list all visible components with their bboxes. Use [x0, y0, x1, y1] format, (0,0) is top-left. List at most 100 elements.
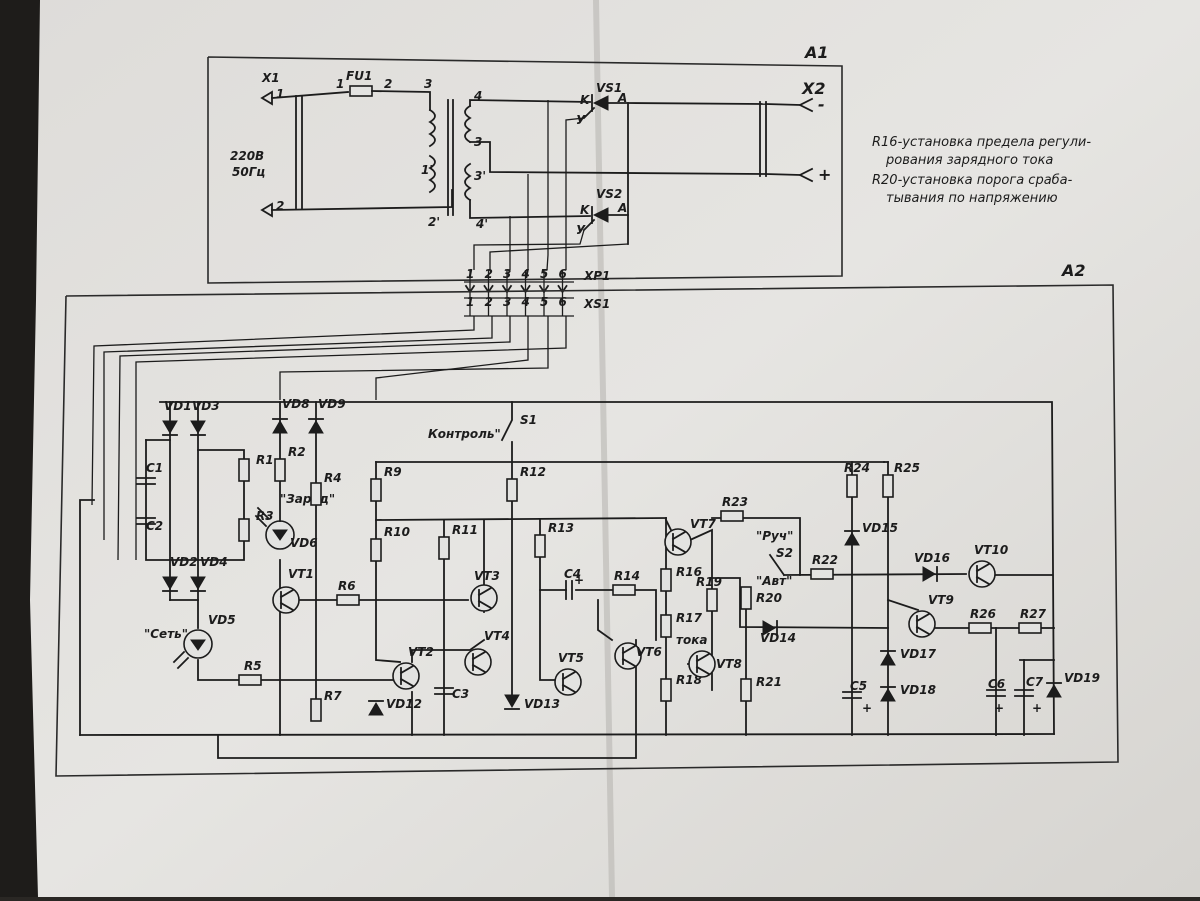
bus-2 — [103, 316, 493, 540]
network-led-label: "Сеть" — [144, 627, 188, 641]
diode-vd12: VD12 — [368, 697, 422, 716]
diode-label: VD18 — [900, 683, 936, 697]
diode-triangle — [504, 694, 520, 708]
trafo-pin-3: 3 — [424, 77, 432, 91]
diode-label: VD3 — [192, 399, 220, 413]
diode-vd9: VD9 — [308, 397, 346, 434]
resistor-body — [660, 568, 672, 592]
vs1-a: A — [617, 91, 627, 105]
resistor-r13: R13 — [534, 521, 574, 558]
resistor-r21: R21 — [740, 675, 782, 702]
a2-bus-wires — [91, 316, 567, 561]
transistor-vt8: VT8 — [688, 650, 742, 678]
diode-label: VD9 — [318, 397, 346, 411]
vd5-to-r5 — [197, 659, 241, 681]
diode-vd18: VD18 — [880, 683, 936, 702]
diode-label: VD5 — [208, 613, 236, 627]
transistor-body — [688, 650, 716, 678]
vd5-ray-1 — [172, 650, 186, 664]
capacitor-c5: C5 — [850, 679, 867, 693]
s2-label: S2 — [776, 546, 793, 560]
link-5 — [489, 243, 629, 270]
thyristor-vs2: VS2 K A У — [576, 187, 629, 237]
a1-a2-link-wires — [473, 100, 629, 271]
diode-triangle — [922, 566, 936, 582]
mains-frequency: 50Гц — [232, 165, 265, 179]
diode-vd4: VD4 — [190, 555, 228, 592]
diode-triangle — [762, 620, 776, 636]
fuse-pin-2: 2 — [384, 77, 392, 91]
c6-polarity: + — [994, 701, 1004, 715]
resistor-label: R20 — [756, 591, 782, 605]
transistor-body — [272, 586, 300, 614]
vd5-ray-2 — [176, 656, 190, 670]
trafo-pin-3c: 3' — [474, 169, 486, 183]
wire-sec-top — [469, 99, 591, 107]
resistor-body — [238, 518, 250, 542]
transistor-label: VT4 — [484, 629, 510, 643]
vt7-collector — [688, 528, 713, 691]
x1-pin-1: 1 — [276, 87, 284, 101]
resistor-r2: R2 — [274, 445, 306, 482]
connector-pin-4: 44 — [520, 267, 531, 316]
transistor-vt4: VT4 — [464, 629, 510, 676]
resistor-label: R24 — [844, 461, 870, 475]
resistor-r7: R7 — [310, 689, 342, 722]
resistor-label: R13 — [548, 521, 574, 535]
note-line-3: R20-установка порога сраба- — [872, 173, 1073, 188]
resistor-label: R4 — [324, 471, 342, 485]
frame-a2-border — [55, 284, 1119, 777]
transistor-emitter — [975, 575, 991, 586]
transistor-label: VT2 — [408, 645, 434, 659]
x2-plus-terminal — [797, 167, 814, 183]
transistor-vt2: VT2 — [392, 645, 434, 690]
resistor-r12: R12 — [506, 465, 546, 502]
resistor-label: R21 — [756, 675, 782, 689]
note-line-1: R16-установка предела регули- — [872, 135, 1091, 150]
resistor-body — [274, 458, 286, 482]
trafo-pin-4: 4 — [473, 89, 482, 103]
resistor-body — [506, 478, 518, 502]
transistor-vt3: VT3 — [470, 569, 500, 612]
transistor-emitter — [621, 657, 637, 668]
resistor-body — [534, 534, 546, 558]
diode-triangle — [308, 420, 324, 434]
wire-x2-minus — [627, 102, 766, 105]
resistor-r19: R19 — [696, 575, 722, 612]
r17-extra-label: тока — [676, 633, 707, 647]
vt6-base — [597, 599, 614, 642]
frame-a1-label: A1 — [803, 43, 829, 62]
bus-3 — [117, 316, 511, 561]
xs1-label: XS1 — [583, 297, 610, 311]
resistor-body — [882, 474, 894, 498]
charge-led-label: "Заряд" — [280, 492, 335, 506]
resistor-r24: R24 — [844, 461, 870, 498]
diode-label: VD17 — [900, 647, 937, 661]
diode-triangle — [272, 420, 288, 434]
transistor-body — [470, 584, 498, 612]
rail-third — [375, 517, 667, 521]
capacitor-c1: C1 — [146, 461, 163, 475]
wire-x1-bottom — [271, 189, 453, 211]
resistor-r26: R26 — [968, 607, 996, 634]
transistor-collector — [695, 652, 711, 663]
frame-a2: A2 — [55, 261, 1119, 777]
transistor-collector — [915, 612, 931, 623]
resistor-r16: R16 — [660, 565, 702, 592]
note-line-2: рования зарядного тока — [885, 153, 1053, 168]
bus-1 — [91, 316, 475, 506]
diode-vd14: VD14 — [760, 620, 796, 645]
resistor-body — [370, 538, 382, 562]
r9-r10-chain — [375, 461, 401, 663]
transistor-label: VT6 — [636, 645, 662, 659]
resistor-body — [660, 614, 672, 638]
diode-vd15: VD15 — [844, 521, 898, 546]
resistor-label: R22 — [812, 553, 838, 567]
resistor-r3: R3 — [238, 509, 274, 542]
capacitor-c3: C3 — [452, 687, 469, 701]
diode-triangle — [190, 576, 206, 590]
diode-label: VD1 — [164, 399, 192, 413]
